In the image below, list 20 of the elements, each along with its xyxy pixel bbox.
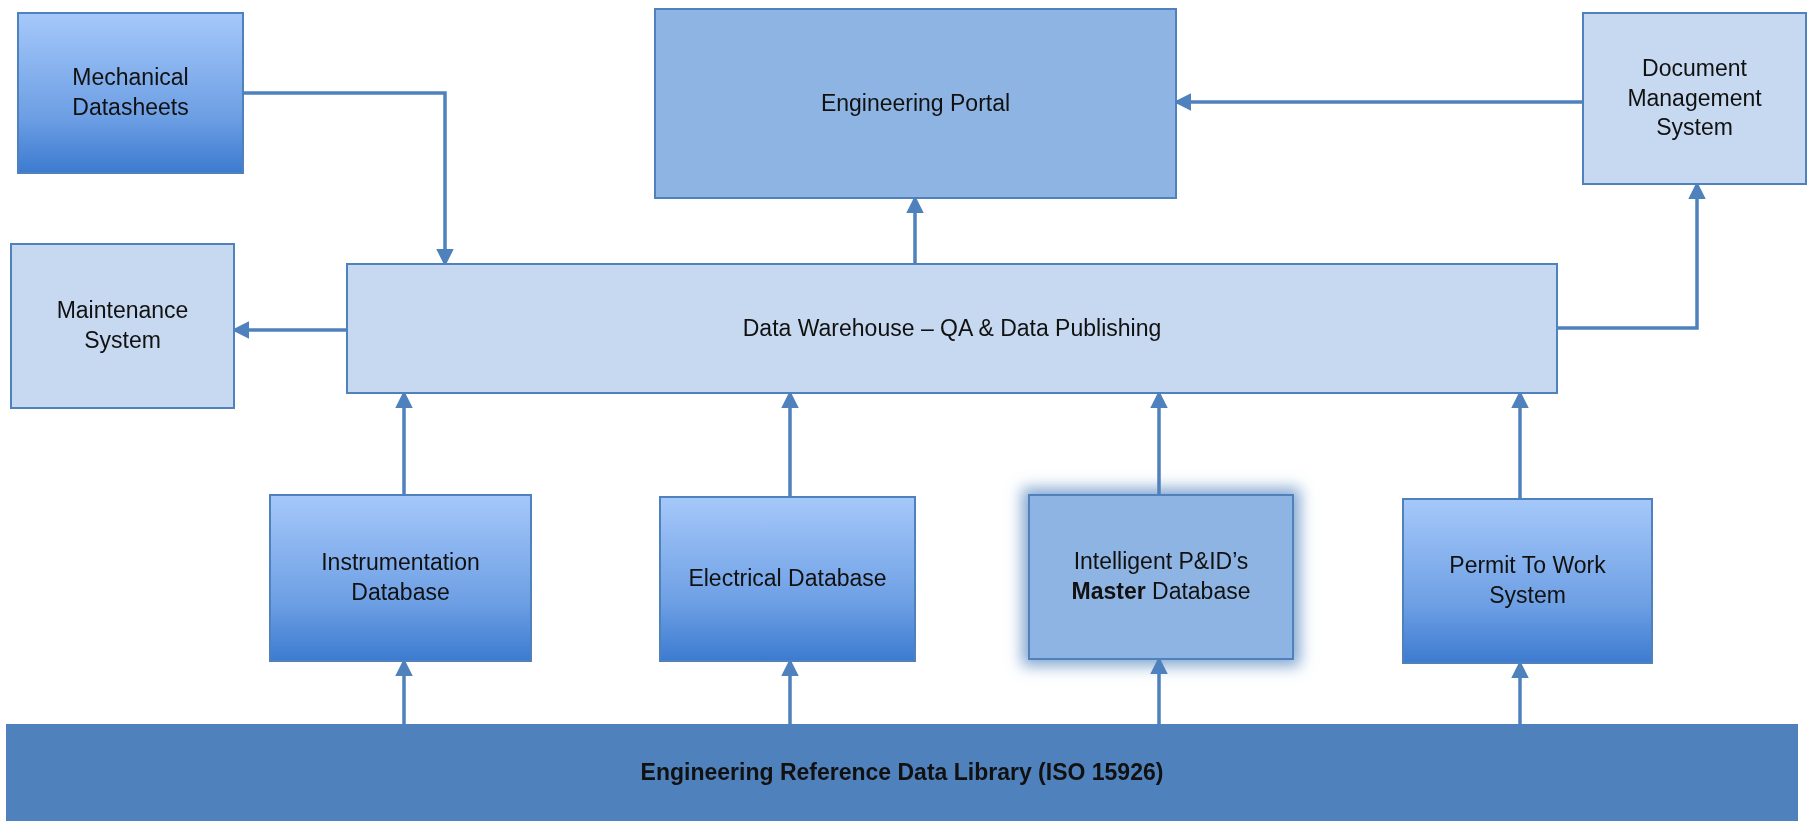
database-box [659,496,916,662]
document-management-box [1582,12,1807,185]
node-label: Data Warehouse – QA & Data Publishing [742,313,1162,343]
node-label: Document Management System [1626,53,1763,143]
node-label: Electrical Database [688,564,887,594]
node-label: Maintenance System [55,296,190,355]
database-box [1028,494,1294,660]
engineering-portal-box [654,8,1177,199]
node-label: Mechanical Datasheets [71,63,190,122]
node-label: Permit To Work System [1448,551,1607,610]
node-label: Engineering Reference Data Library (ISO 15926) [640,757,1164,787]
system-box [1402,498,1653,664]
node-label: Instrumentation Database [320,548,481,607]
database-box [269,494,532,662]
maintenance-system-box [10,243,235,409]
mechanical-datasheets-box [17,12,244,174]
node-label: Engineering Portal [820,88,1011,118]
data-warehouse-box [346,263,1558,394]
reference-library-bar [6,724,1798,821]
node-label: Intelligent P&ID’s Master Database [1070,547,1252,606]
